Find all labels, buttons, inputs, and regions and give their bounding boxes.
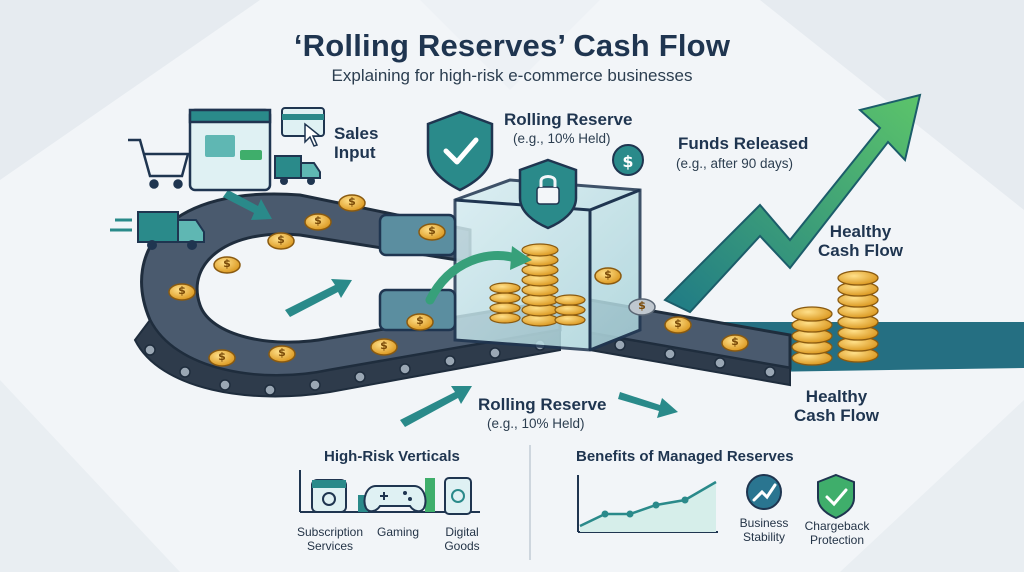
delivery-truck-icon bbox=[274, 155, 321, 185]
released-coin bbox=[628, 298, 656, 316]
verticals-title: High-Risk Verticals bbox=[324, 448, 460, 465]
shield-check-icon bbox=[817, 473, 855, 520]
padlock-icon bbox=[518, 158, 578, 230]
conveyor-coins bbox=[168, 194, 749, 367]
coin-dollar-symbol: $ bbox=[223, 257, 231, 270]
coin-dollar-symbol: $ bbox=[674, 317, 682, 330]
label-funds-released-detail: (e.g., after 90 days) bbox=[676, 156, 794, 171]
browser-window-icon bbox=[188, 108, 272, 192]
label-healthy-cash-flow-top: Healthy Cash Flow bbox=[818, 222, 904, 261]
flow-arrows bbox=[223, 190, 678, 427]
coin-dollar-symbol: $ bbox=[638, 299, 646, 312]
cash-stacks bbox=[791, 270, 879, 366]
shield-check-icon bbox=[426, 110, 494, 192]
page-subtitle: Explaining for high-risk e-commerce busi… bbox=[331, 66, 693, 85]
growth-arrow bbox=[663, 93, 922, 314]
dollar-icon bbox=[612, 144, 644, 176]
label-rolling-reserve-top: Rolling Reserve bbox=[504, 110, 633, 129]
coin-dollar-symbol: $ bbox=[416, 314, 424, 327]
benefits-title: Benefits of Managed Reserves bbox=[576, 448, 794, 465]
coin-dollar-symbol: $ bbox=[428, 224, 436, 237]
label-funds-released: Funds Released bbox=[678, 134, 809, 153]
label-healthy-cash-flow-bottom: Healthy Cash Flow bbox=[794, 387, 880, 426]
benefits-line-chart bbox=[577, 475, 718, 533]
payment-card-icon bbox=[281, 107, 325, 147]
coin-dollar-symbol: $ bbox=[380, 339, 388, 352]
benefit-chargeback-protection: Chargeback Protection bbox=[804, 519, 870, 547]
vertical-digital-goods: Digital Goods bbox=[444, 525, 480, 553]
calendar-icon bbox=[311, 479, 347, 513]
coin-dollar-symbol: $ bbox=[218, 350, 226, 363]
coin-dollar-symbol: $ bbox=[622, 152, 634, 171]
vertical-gaming: Gaming bbox=[376, 525, 420, 539]
coin-dollar-symbol: $ bbox=[731, 335, 739, 348]
coin-dollar-symbol: $ bbox=[604, 268, 612, 281]
coin-dollar-symbol: $ bbox=[178, 284, 186, 297]
label-rolling-reserve-top-detail: (e.g., 10% Held) bbox=[513, 131, 611, 146]
coin-dollar-symbol: $ bbox=[278, 346, 286, 359]
page-title: ‘Rolling Reserves’ Cash Flow bbox=[293, 28, 731, 63]
vertical-subscription-services: Subscription Services bbox=[296, 525, 364, 553]
shopping-cart-icon bbox=[128, 138, 190, 189]
label-rolling-reserve-bottom: Rolling Reserve bbox=[478, 395, 607, 414]
gamepad-icon bbox=[363, 485, 427, 513]
trend-icon bbox=[746, 474, 782, 510]
label-sales-input: Sales Input bbox=[334, 124, 379, 163]
coin-dollar-symbol: $ bbox=[348, 195, 356, 208]
label-rolling-reserve-bottom-detail: (e.g., 10% Held) bbox=[487, 416, 585, 431]
tablet-icon bbox=[444, 477, 472, 515]
coin-dollar-symbol: $ bbox=[314, 214, 322, 227]
coin-dollar-symbol: $ bbox=[277, 233, 285, 246]
delivery-truck-icon bbox=[110, 211, 205, 250]
benefit-business-stability: Business Stability bbox=[739, 516, 789, 544]
